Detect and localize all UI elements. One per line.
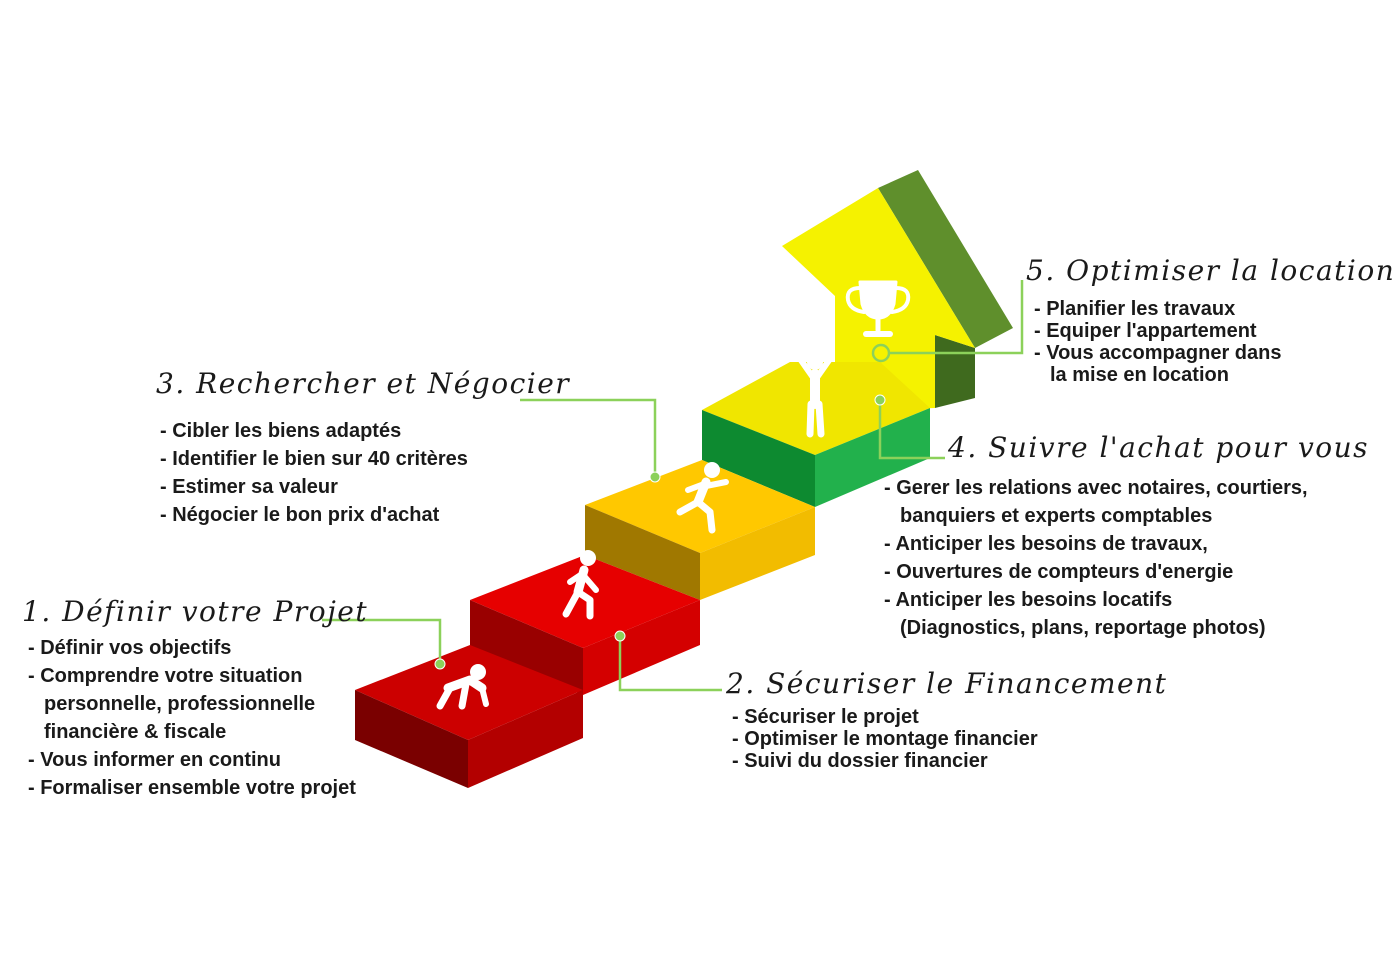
step-1-side	[468, 690, 583, 788]
step-1-title: 1. Définir votre Projet	[22, 595, 369, 628]
step-2-side	[583, 600, 700, 695]
connector-dot-step-5-ring	[871, 343, 891, 363]
step-2-block	[470, 555, 700, 695]
list-item: Négocier le bon prix d'achat	[160, 501, 468, 529]
step-4-front	[702, 410, 815, 507]
step-2-list: Sécuriser le projet Optimiser le montage…	[732, 706, 1038, 772]
step-4-side	[815, 408, 930, 507]
step-3-list: Cibler les biens adaptés Identifier le b…	[160, 417, 468, 529]
step-2-title: 2. Sécuriser le Financement	[726, 667, 1168, 700]
connectors	[322, 280, 1024, 692]
list-item: Planifier les travaux	[1034, 298, 1281, 320]
list-item: Suivi du dossier financier	[732, 750, 1038, 772]
list-item: Gerer les relations avec notaires, court…	[884, 474, 1307, 530]
list-item: Formaliser ensemble votre projet	[28, 774, 356, 802]
connector-step-4	[878, 400, 945, 460]
list-item: Définir vos objectifs	[28, 634, 356, 662]
list-item: Optimiser le montage financier	[732, 728, 1037, 750]
connector-dot-step-2	[614, 630, 626, 642]
crouching-runner-icon	[436, 664, 489, 710]
step-1-front	[355, 690, 468, 788]
connector-dot-step-1	[434, 658, 446, 670]
step-5-list: Planifier les travaux Equiper l'appartem…	[1034, 298, 1281, 386]
list-item: Anticiper les besoins de travaux,	[884, 530, 1308, 558]
step-3-side	[700, 507, 815, 600]
list-item: Anticiper les besoins locatifs(Diagnosti…	[884, 586, 1308, 642]
list-item: Ouvertures de compteurs d'energie	[884, 558, 1308, 586]
connector-dot-step-4	[874, 394, 886, 406]
connector-dot-step-3	[649, 471, 661, 483]
victory-person-icon	[795, 353, 835, 438]
connector-step-1	[322, 618, 442, 662]
connector-step-5	[888, 280, 1024, 355]
list-item: Identifier le bien sur 40 critères	[160, 445, 468, 473]
list-item: Sécuriser le projet	[732, 706, 1038, 728]
trophy-icon	[845, 280, 911, 337]
connector-dots	[434, 343, 891, 670]
step-3-title: 3. Rechercher et Négocier	[156, 367, 571, 400]
list-item: Vous informer en continu	[28, 746, 356, 774]
connector-step-2	[618, 636, 722, 692]
step-1-block	[355, 645, 583, 788]
step-5-title: 5. Optimiser la location	[1026, 254, 1396, 287]
arrow-side-face	[878, 170, 1013, 348]
list-item: Cibler les biens adaptés	[160, 417, 468, 445]
step-1-top	[355, 645, 583, 740]
step-4-title: 4. Suivre l'achat pour vous	[948, 431, 1370, 464]
step-2-front	[470, 600, 583, 695]
step-2-top	[470, 555, 700, 648]
walking-person-icon	[562, 550, 599, 620]
step-3-front	[585, 505, 700, 600]
list-item: Equiper l'appartement	[1034, 320, 1281, 342]
step-4-list: Gerer les relations avec notaires, court…	[884, 474, 1308, 642]
running-person-icon	[676, 462, 729, 534]
list-item: Estimer sa valeur	[160, 473, 468, 501]
connector-step-3	[520, 398, 657, 475]
step-1-list: Définir vos objectifs Comprendre votre s…	[28, 634, 356, 802]
